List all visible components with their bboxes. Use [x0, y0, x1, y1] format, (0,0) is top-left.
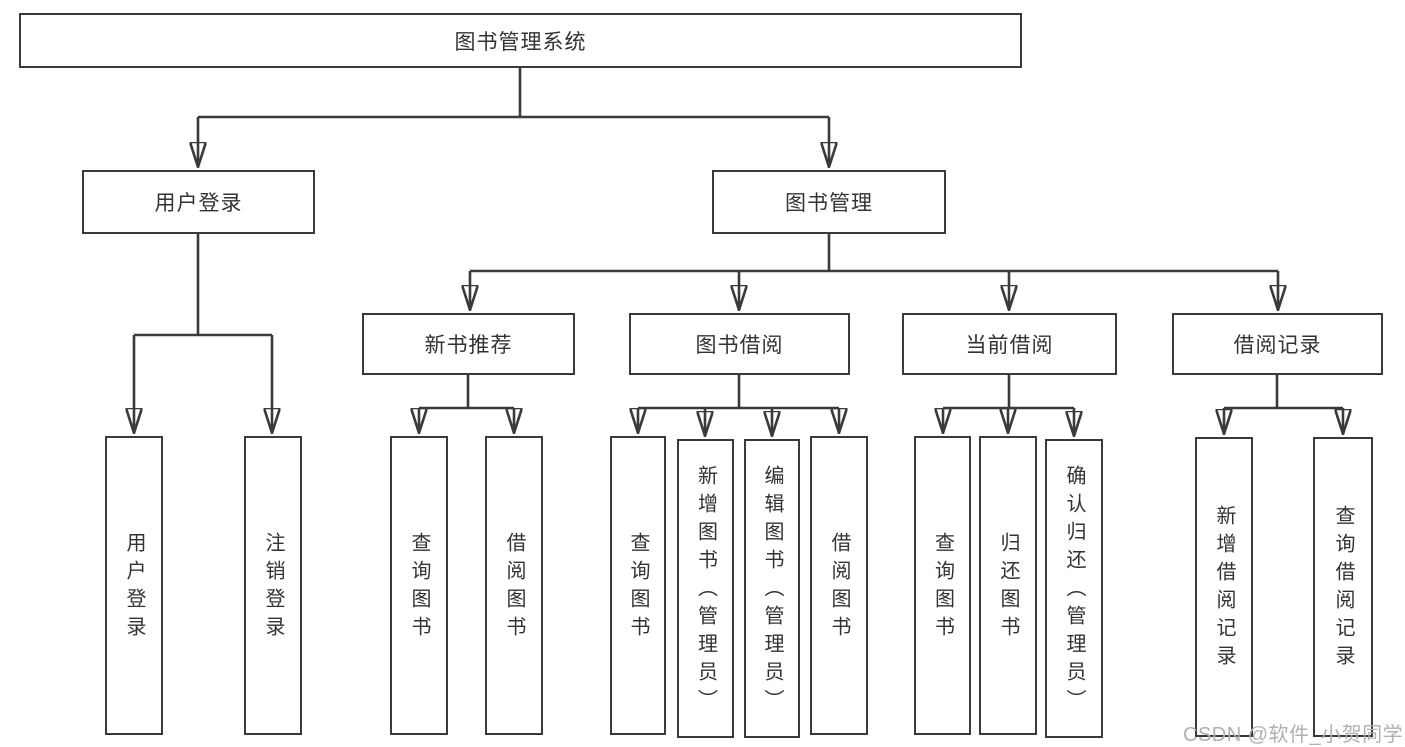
- node-add-books-admin: 新增图书（管理员）: [677, 439, 734, 738]
- watermark: CSDN @软件_小贺同学: [1183, 724, 1404, 746]
- node-return-books: 归还图书: [979, 436, 1037, 735]
- node-query-books-current: 查询图书: [914, 436, 971, 735]
- node-book-borrowing: 图书借阅: [629, 313, 850, 375]
- node-query-books-recommendation: 查询图书: [390, 436, 448, 735]
- node-book-management: 图书管理: [712, 170, 946, 234]
- node-confirm-return-admin: 确认归还（管理员）: [1045, 439, 1103, 738]
- node-edit-books-admin: 编辑图书（管理员）: [744, 439, 800, 738]
- node-user-login: 用户登录: [82, 170, 315, 234]
- node-user-login-leaf: 用户登录: [105, 436, 163, 735]
- node-new-book-recommendation: 新书推荐: [362, 313, 575, 375]
- node-current-borrowing: 当前借阅: [902, 313, 1117, 375]
- node-borrow-books-recommendation: 借阅图书: [485, 436, 543, 735]
- node-borrowing-records: 借阅记录: [1172, 313, 1383, 375]
- node-query-books-borrowing: 查询图书: [610, 436, 666, 735]
- node-library-management-system: 图书管理系统: [19, 13, 1022, 68]
- node-add-borrowing-record: 新增借阅记录: [1195, 437, 1253, 737]
- node-query-borrowing-record: 查询借阅记录: [1313, 437, 1373, 737]
- node-borrow-books: 借阅图书: [810, 436, 868, 735]
- node-logout: 注销登录: [244, 436, 302, 735]
